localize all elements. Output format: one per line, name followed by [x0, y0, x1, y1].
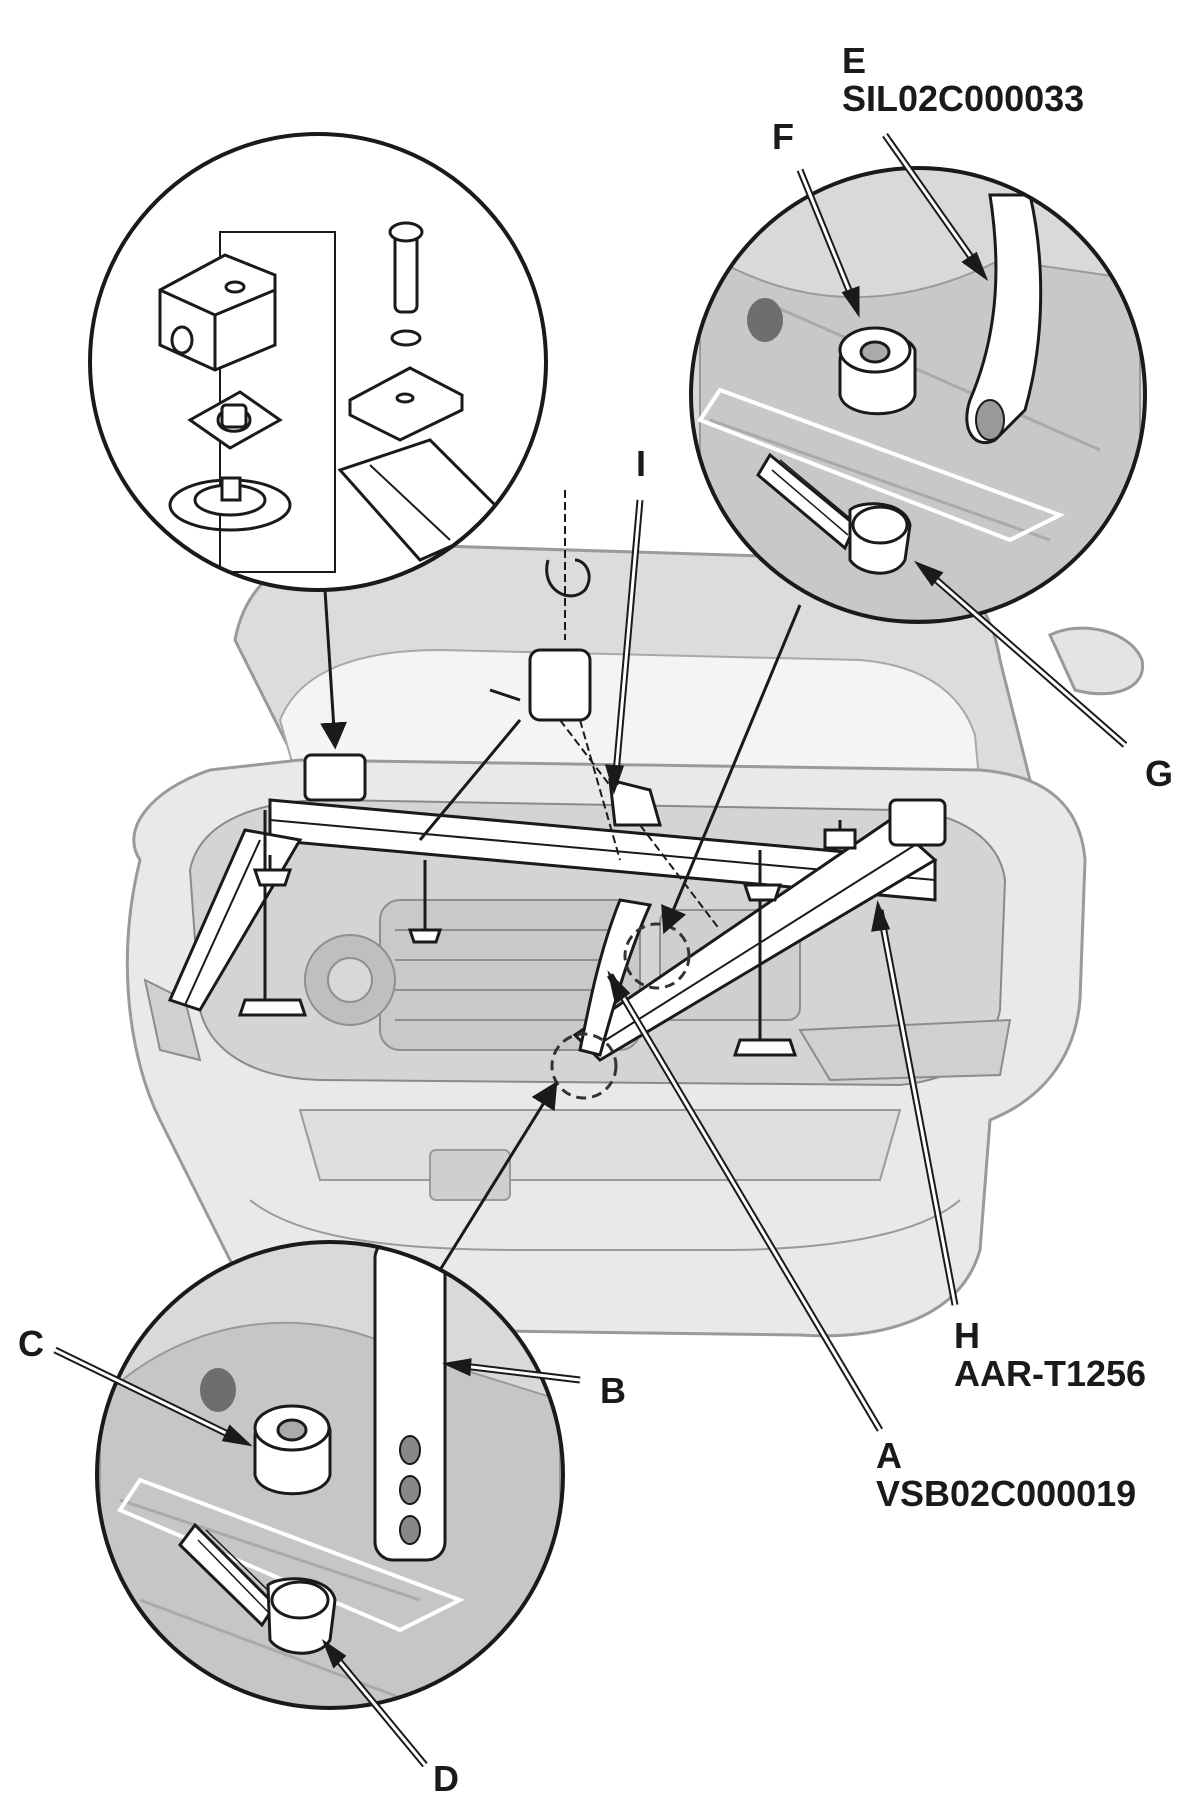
leader-detail-bl: [438, 1081, 558, 1271]
attachment-point-front: [550, 1032, 618, 1100]
leader-F: [796, 168, 860, 318]
callout-H: H AAR-T1256: [954, 1317, 1146, 1393]
leader-H: [871, 900, 959, 1306]
leader-E: [882, 132, 989, 282]
collar-icon: [838, 326, 917, 416]
hood-underside: [278, 648, 982, 791]
hanger-support-feet: [237, 810, 857, 1057]
callout-B: B: [600, 1372, 626, 1410]
leader-detail-tl: [320, 589, 348, 750]
callout-A: A VSB02C000019: [876, 1437, 1136, 1513]
callout-C-letter: C: [18, 1323, 44, 1364]
callout-I-letter: I: [636, 443, 647, 484]
callout-G-letter: G: [1145, 753, 1174, 794]
detail-hanger-lower-bolt: [95, 1240, 565, 1710]
leader-lines: [53, 132, 1128, 1768]
callout-B-letter: B: [600, 1370, 626, 1411]
detail-hanger-upper-bolt: [689, 166, 1147, 624]
callout-A-letter: A: [876, 1435, 902, 1476]
hanger-right-rail: [572, 818, 938, 1062]
leader-D: [321, 1639, 428, 1768]
hanger-end-bracket-right: [888, 798, 947, 847]
callout-E: E SIL02C000033: [842, 42, 1084, 118]
engine-hanger-tool: [167, 490, 947, 1062]
hanger-end-bracket-left: [303, 753, 367, 802]
leader-I: [604, 499, 644, 795]
callout-D: D: [433, 1760, 459, 1798]
leader-detail-tr: [661, 604, 802, 935]
side-mirror: [1048, 626, 1145, 696]
front-grille: [249, 1109, 961, 1251]
callout-F-letter: F: [772, 116, 794, 157]
callout-F: F: [772, 118, 794, 156]
flange-bolt-icon: [756, 452, 912, 575]
leader-G: [913, 560, 1128, 748]
callout-C: C: [18, 1325, 44, 1363]
callout-E-part-number: SIL02C000033: [842, 78, 1085, 119]
leader-C: [53, 1346, 253, 1447]
callout-G: G: [1145, 755, 1173, 793]
detail-hanger-mount: [88, 132, 548, 592]
hanger-bracket-icon: [608, 778, 662, 827]
callout-H-part-number: AAR-T1256: [954, 1353, 1147, 1394]
callout-H-letter: H: [954, 1315, 980, 1356]
attachment-point-rear: [623, 922, 691, 990]
callout-A-part-number: VSB02C000019: [876, 1473, 1137, 1514]
leader-B: [441, 1358, 581, 1384]
leader-A: [606, 970, 884, 1432]
callout-I: I: [636, 445, 646, 483]
callout-D-letter: D: [433, 1758, 459, 1799]
callout-E-letter: E: [842, 40, 867, 81]
